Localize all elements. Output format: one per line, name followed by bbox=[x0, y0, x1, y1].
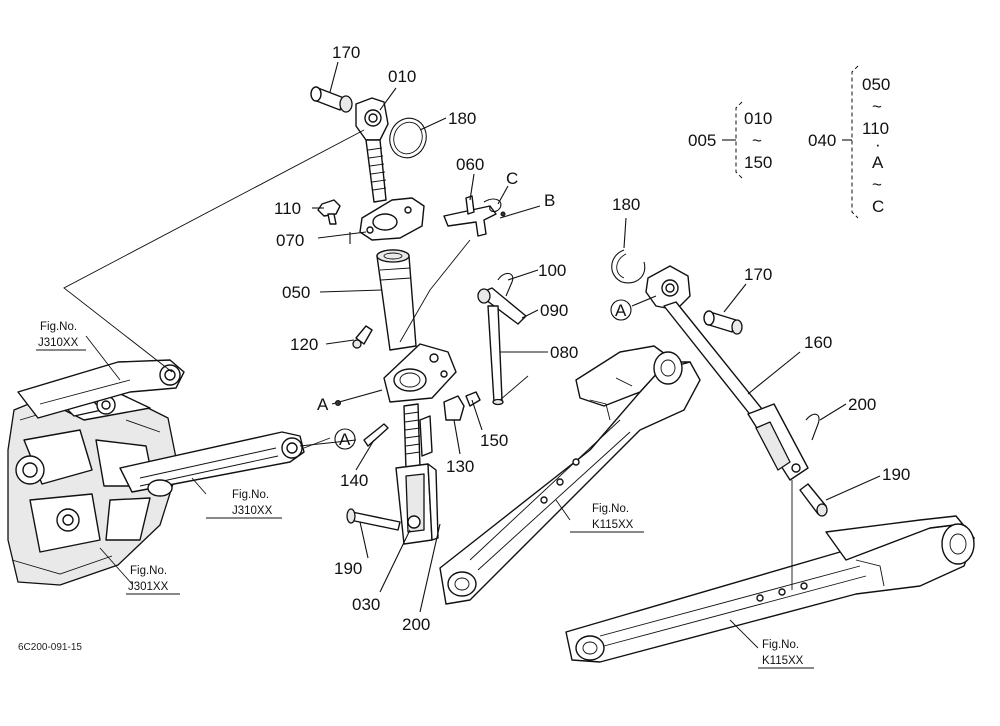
fig-ref-j310-top: Fig.No. J310XX bbox=[36, 321, 86, 351]
legend-dot: · bbox=[875, 135, 881, 154]
label-110: 110 bbox=[274, 199, 301, 218]
rod-080 bbox=[487, 305, 504, 406]
diagram-code: 6C200-091-15 bbox=[18, 642, 82, 653]
hydraulic-housing-illustration bbox=[7, 359, 305, 586]
legend-tilde-2: ~ bbox=[872, 97, 882, 116]
label-100: 100 bbox=[538, 261, 566, 280]
fig-ref-j310-mid: Fig.No. J310XX bbox=[206, 489, 282, 519]
legend-tilde-1: ~ bbox=[752, 131, 762, 150]
svg-text:Fig.No.: Fig.No. bbox=[592, 503, 629, 515]
clip-130 bbox=[443, 391, 481, 421]
label-140: 140 bbox=[340, 471, 368, 490]
svg-text:J310XX: J310XX bbox=[38, 337, 79, 349]
lift-rod-assembly-illustration bbox=[310, 86, 527, 545]
lever-060 bbox=[443, 195, 502, 237]
bracket-plate-070 bbox=[359, 197, 425, 241]
callout-letters: A B C A A bbox=[317, 169, 627, 449]
label-030: 030 bbox=[352, 595, 380, 614]
label-070: 070 bbox=[276, 231, 304, 250]
spring-pin-140 bbox=[363, 423, 389, 447]
label-180-right: 180 bbox=[612, 195, 640, 214]
grease-nipple-120 bbox=[352, 325, 373, 349]
fig-ref-k115-center: Fig.No. K115XX bbox=[570, 503, 644, 533]
lower-link-center-illustration bbox=[439, 345, 701, 605]
callout-a-circle-left: A bbox=[339, 430, 351, 449]
label-200-right: 200 bbox=[848, 395, 876, 414]
bolt-110 bbox=[317, 199, 341, 225]
legend-150: 150 bbox=[744, 153, 772, 172]
callout-a-center: A bbox=[317, 395, 329, 414]
legend-a: A bbox=[872, 153, 884, 172]
callout-circle-a-left bbox=[334, 428, 356, 450]
legend-c: C bbox=[872, 197, 884, 216]
callout-circle-a-right bbox=[610, 299, 632, 321]
label-160: 160 bbox=[804, 333, 832, 352]
callout-c: C bbox=[506, 169, 518, 188]
legend-010: 010 bbox=[744, 109, 772, 128]
svg-text:Fig.No.: Fig.No. bbox=[130, 565, 167, 577]
label-050: 050 bbox=[282, 283, 310, 302]
callout-dot-a-center bbox=[335, 400, 341, 406]
label-080: 080 bbox=[550, 343, 578, 362]
svg-text:J310XX: J310XX bbox=[232, 505, 273, 517]
assembly-legend: 005 010 ~ 150 040 050 ~ 110 · A ~ C bbox=[688, 75, 890, 216]
pins-090-100 bbox=[477, 272, 527, 325]
pin-170-left bbox=[310, 86, 353, 113]
label-190-left: 190 bbox=[334, 559, 362, 578]
label-190-right: 190 bbox=[882, 465, 910, 484]
svg-text:K115XX: K115XX bbox=[592, 519, 634, 531]
label-170-right: 170 bbox=[744, 265, 772, 284]
legend-005: 005 bbox=[688, 131, 716, 150]
legend-tilde-3: ~ bbox=[872, 175, 882, 194]
lower-link-right-illustration bbox=[565, 515, 975, 663]
label-090: 090 bbox=[540, 301, 568, 320]
fig-ref-k115-bottom: Fig.No. K115XX bbox=[758, 639, 814, 669]
label-200-left: 200 bbox=[402, 615, 430, 634]
legend-110: 110 bbox=[862, 119, 889, 138]
pin-190-left bbox=[346, 508, 401, 531]
label-180-left: 180 bbox=[448, 109, 476, 128]
tube-050 bbox=[376, 249, 417, 351]
label-010: 010 bbox=[388, 67, 416, 86]
svg-text:Fig.No.: Fig.No. bbox=[40, 321, 77, 333]
label-130: 130 bbox=[446, 457, 474, 476]
legend-040: 040 bbox=[808, 131, 836, 150]
svg-text:Fig.No.: Fig.No. bbox=[762, 639, 799, 651]
lift-rod-right-illustration bbox=[611, 249, 828, 517]
callout-dot-b bbox=[500, 211, 506, 217]
svg-text:K115XX: K115XX bbox=[762, 655, 804, 667]
svg-text:Fig.No.: Fig.No. bbox=[232, 489, 269, 501]
fig-ref-j301: Fig.No. J301XX bbox=[126, 565, 180, 595]
lift-rod-bottom-030 bbox=[395, 403, 439, 545]
part-labels: 170 010 180 060 110 070 050 120 100 090 … bbox=[274, 43, 910, 634]
callout-a-circle-right: A bbox=[615, 301, 627, 320]
legend-050: 050 bbox=[862, 75, 890, 94]
circlip-180-left bbox=[389, 117, 427, 159]
callout-b: B bbox=[544, 191, 555, 210]
label-120: 120 bbox=[290, 335, 318, 354]
label-170-left: 170 bbox=[332, 43, 360, 62]
label-060: 060 bbox=[456, 155, 484, 174]
label-150: 150 bbox=[480, 431, 508, 450]
svg-text:J301XX: J301XX bbox=[128, 581, 169, 593]
lift-rod-top-010 bbox=[355, 97, 389, 203]
lower-housing bbox=[383, 343, 457, 403]
leader-lines bbox=[63, 61, 881, 649]
figure-references: Fig.No. J310XX Fig.No. J310XX Fig.No. J3… bbox=[36, 321, 814, 669]
